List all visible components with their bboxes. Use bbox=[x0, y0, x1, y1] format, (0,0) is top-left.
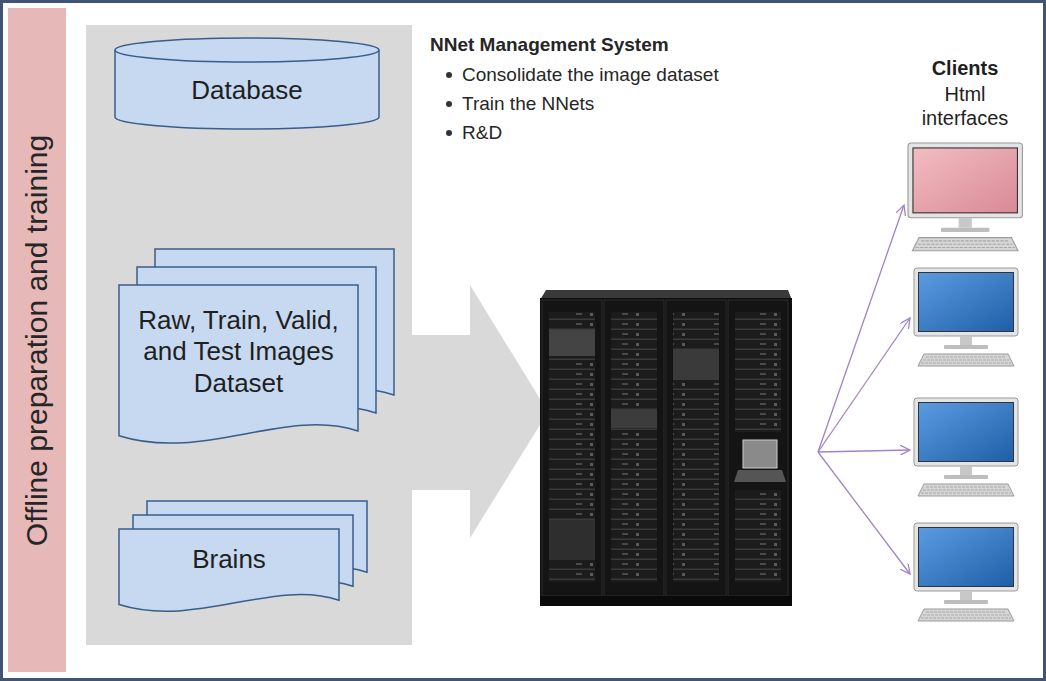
bullet-item: R&D bbox=[462, 122, 502, 145]
art-line bbox=[818, 318, 910, 452]
art-rect bbox=[728, 300, 788, 596]
phase-band: Offline preparation and training bbox=[8, 8, 66, 672]
art-rect bbox=[542, 300, 602, 596]
art-rect bbox=[540, 298, 792, 600]
art-use bbox=[914, 268, 1018, 366]
brains-label: Brains bbox=[118, 538, 340, 581]
client-monitor bbox=[914, 523, 1018, 621]
art-rect bbox=[914, 149, 1017, 213]
art-rect bbox=[666, 300, 726, 596]
bullet-item: Consolidate the image dataset bbox=[462, 64, 719, 87]
flow-arrow bbox=[412, 285, 548, 538]
database-label: Database bbox=[114, 75, 380, 106]
art-use bbox=[914, 398, 1018, 496]
server-rack bbox=[540, 290, 792, 606]
client-monitor bbox=[908, 143, 1022, 251]
art-use bbox=[914, 523, 1018, 621]
art-line bbox=[818, 450, 910, 452]
dataset-label: Raw, Train, Valid, and Test Images Datas… bbox=[118, 299, 359, 405]
cylinder-top bbox=[115, 38, 379, 62]
system-heading: NNet Management System bbox=[430, 34, 669, 57]
storage-panel bbox=[86, 25, 412, 645]
art-rect bbox=[549, 520, 595, 560]
client-monitor bbox=[914, 398, 1018, 496]
art-rect bbox=[673, 312, 719, 582]
art-rect bbox=[549, 312, 595, 582]
art-rect bbox=[735, 490, 781, 582]
bullet-dot bbox=[446, 72, 452, 78]
bullet-dot bbox=[446, 101, 452, 107]
art-line bbox=[818, 452, 910, 574]
document-stack: Raw, Train, Valid, and Test Images Datas… bbox=[118, 248, 395, 444]
art-polygon bbox=[734, 470, 786, 482]
document-stack: Brains bbox=[118, 500, 368, 612]
client-monitor bbox=[914, 268, 1018, 366]
clients-subheading: Html interfaces bbox=[906, 82, 1024, 130]
art-rect bbox=[604, 300, 664, 596]
art-rect bbox=[549, 330, 595, 356]
document-page bbox=[119, 529, 339, 611]
art-rect bbox=[673, 350, 719, 380]
client-links bbox=[818, 205, 910, 574]
art-rect bbox=[919, 528, 1013, 586]
art-rect bbox=[743, 440, 777, 468]
database-cylinder: Database bbox=[114, 37, 380, 131]
system-block: NNet Management SystemConsolidate the im… bbox=[430, 34, 850, 154]
band-title: Offline preparation and training bbox=[21, 134, 54, 545]
art-rect bbox=[611, 410, 657, 428]
bullet-item: Train the NNets bbox=[462, 93, 594, 116]
art-rect bbox=[735, 312, 781, 432]
art-rect bbox=[540, 596, 792, 606]
art-use bbox=[908, 143, 1022, 251]
art-rect bbox=[919, 403, 1013, 461]
art-rect bbox=[919, 273, 1013, 331]
art-line bbox=[818, 205, 904, 452]
clients-heading: Clients bbox=[898, 56, 1032, 80]
document-page bbox=[119, 285, 358, 443]
bullet-dot bbox=[446, 130, 452, 136]
art-rect bbox=[611, 312, 657, 582]
